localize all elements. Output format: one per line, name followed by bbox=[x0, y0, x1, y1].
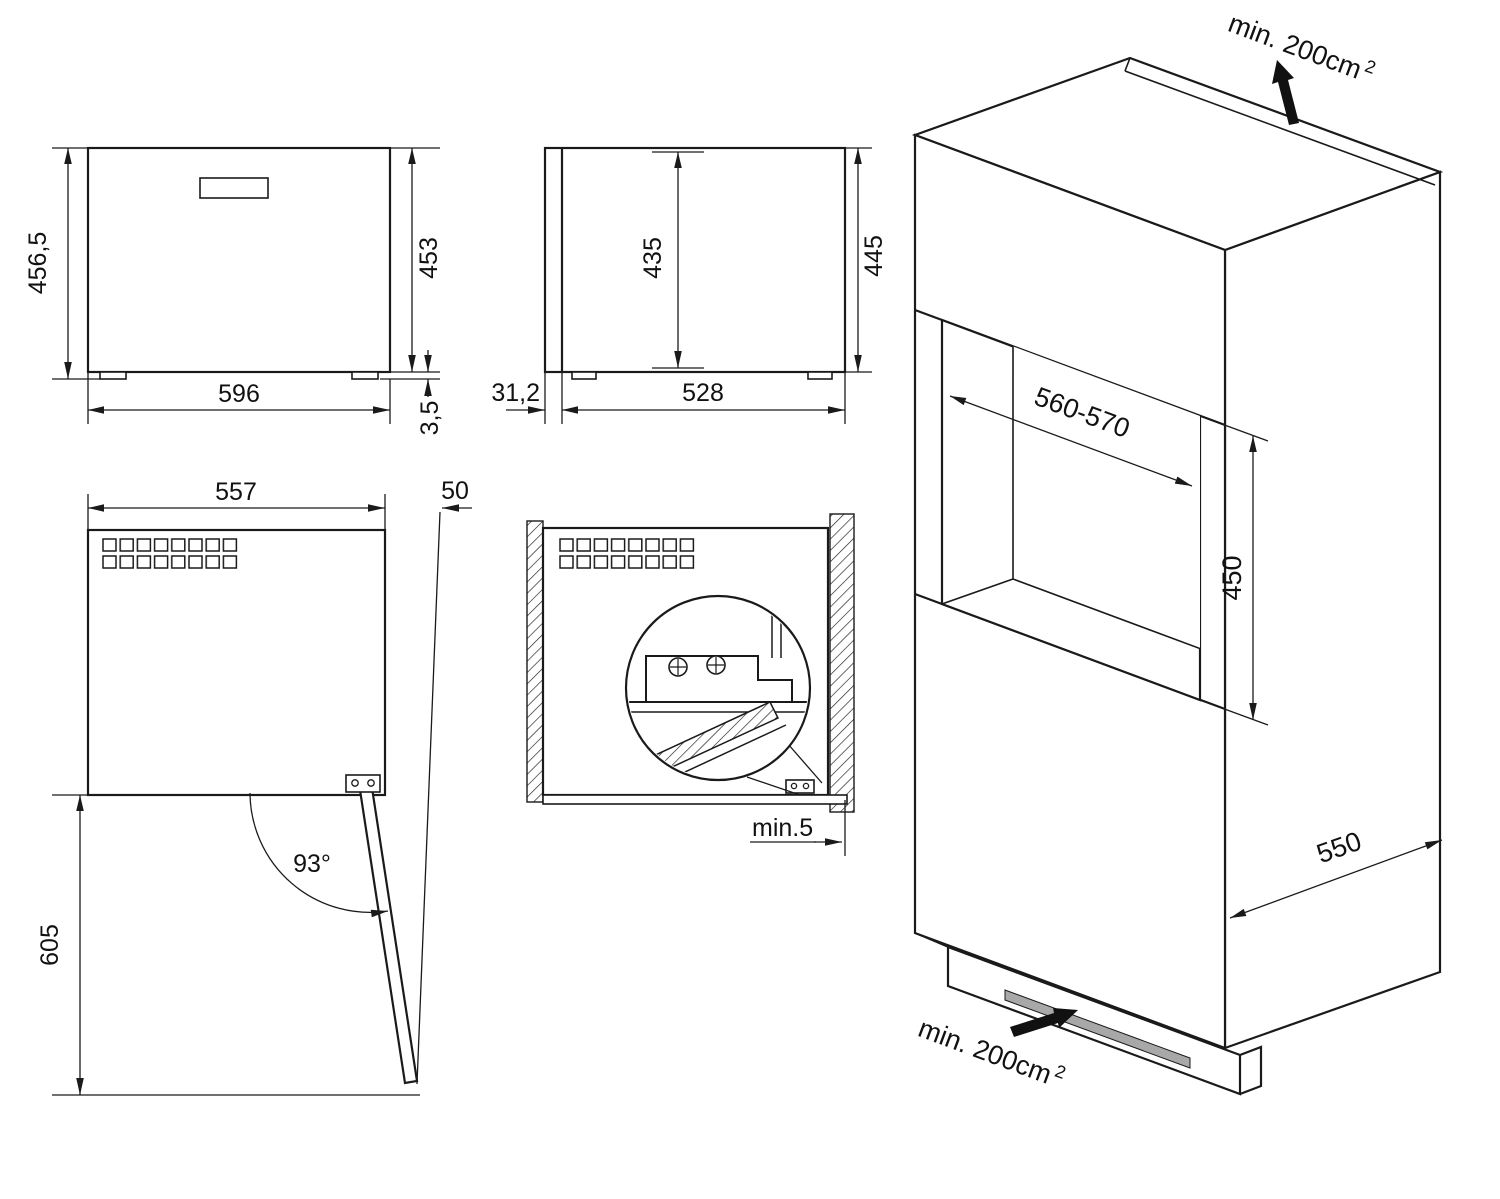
top-vent-slot bbox=[1124, 70, 1436, 186]
dimension-lines bbox=[506, 148, 862, 414]
cabinet-right-face bbox=[1223, 170, 1442, 1050]
door-open-view: 93° 605 557 50 bbox=[36, 477, 472, 1096]
dim-niche-height: 450 bbox=[1217, 555, 1247, 600]
base-strip bbox=[542, 794, 848, 805]
appliance-side-outline bbox=[543, 146, 847, 374]
top-vent-text: min. 200cm bbox=[1224, 8, 1365, 85]
vent-grid bbox=[558, 537, 696, 571]
vent-grid bbox=[101, 537, 239, 571]
dim-door-projection: 605 bbox=[36, 924, 64, 966]
detail-leader-1 bbox=[787, 743, 823, 784]
detail-leader-2 bbox=[746, 776, 801, 796]
hinge-bracket bbox=[345, 774, 381, 793]
dim-height-total: 456,5 bbox=[24, 232, 52, 295]
detail-content bbox=[628, 598, 808, 778]
dim-min-gap: min.5 bbox=[752, 814, 813, 842]
isometric-view: 560-570 450 550 min. 200cm2 min. 200cm2 bbox=[911, 6, 1444, 1096]
hinge-corner bbox=[785, 779, 815, 794]
feet bbox=[571, 371, 833, 380]
feet bbox=[99, 371, 379, 380]
screw-icon bbox=[706, 655, 726, 675]
extension-lines bbox=[52, 494, 441, 1096]
dim-width: 596 bbox=[218, 380, 260, 408]
bottom-vent-arrow-icon bbox=[1010, 1008, 1078, 1037]
front-view: 456,5 453 3,5 596 bbox=[24, 146, 444, 436]
display-panel bbox=[199, 177, 269, 199]
open-door bbox=[345, 774, 419, 1085]
dim-front-offset: 31,2 bbox=[491, 379, 540, 407]
dim-inner-height: 435 bbox=[639, 237, 667, 279]
bottom-vent-slot bbox=[1004, 989, 1191, 1069]
dim-side-clearance: 50 bbox=[441, 477, 469, 505]
dim-depth: 528 bbox=[682, 379, 724, 407]
dim-top-width: 557 bbox=[215, 478, 257, 506]
door-swing-arc bbox=[249, 792, 389, 918]
top-vent-label: min. 200cm2 bbox=[1224, 6, 1378, 89]
dim-height-body: 453 bbox=[415, 237, 443, 279]
screw-icon bbox=[668, 657, 688, 677]
niche-wall-left bbox=[526, 520, 544, 803]
dim-side-height: 445 bbox=[860, 235, 888, 277]
dimension-lines bbox=[76, 504, 472, 1095]
top-vent-arrow-icon bbox=[1272, 60, 1299, 125]
plinth bbox=[914, 932, 1263, 1096]
dimension-lines bbox=[64, 148, 432, 414]
appliance-top-outline bbox=[86, 528, 387, 797]
dim-opening-angle: 93° bbox=[293, 850, 331, 878]
dim-feet-height: 3,5 bbox=[416, 401, 444, 436]
niche-wall-right bbox=[829, 513, 855, 813]
section-view: min.5 bbox=[526, 513, 855, 856]
side-view: 435 445 31,2 528 bbox=[491, 146, 888, 424]
